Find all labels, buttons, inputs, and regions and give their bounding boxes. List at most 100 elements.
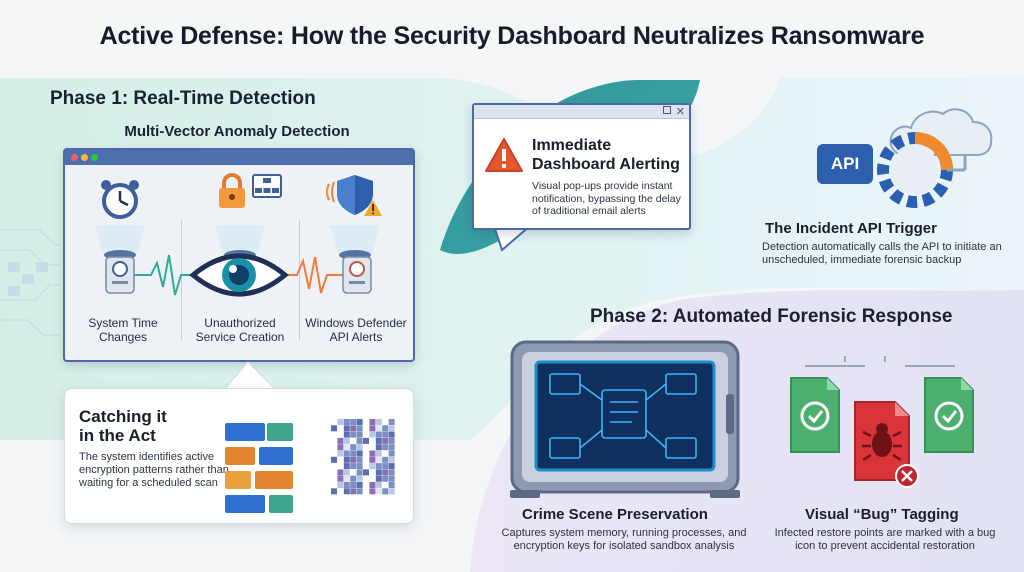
noise-pixel [388, 488, 395, 495]
data-block [259, 447, 293, 465]
data-block [269, 495, 293, 513]
noise-pixel [343, 482, 350, 488]
noise-pixel [331, 425, 337, 432]
noise-pixel [369, 482, 376, 488]
noise-pixel [343, 488, 350, 495]
noise-pixel [369, 463, 376, 470]
vector-label-service: Unauthorized Service Creation [183, 316, 297, 344]
noise-pixel [350, 463, 357, 470]
vector-label-defender: Windows Defender API Alerts [301, 316, 411, 344]
padlock-icon [219, 173, 245, 208]
bug-body: Infected restore points are marked with … [774, 527, 996, 552]
noise-pixel [375, 419, 382, 425]
noise-pixel [350, 456, 357, 463]
noise-pixel [375, 482, 382, 488]
data-block [225, 495, 265, 513]
crime-title: Crime Scene Preservation [522, 506, 708, 523]
maximize-icon[interactable] [663, 106, 671, 114]
catch-body: The system identifies active encryption … [79, 451, 229, 489]
noise-pixel [382, 425, 389, 432]
noise-pixel [388, 425, 395, 432]
noise-pixel [356, 488, 363, 495]
catch-callout: Catching it in the Act The system identi… [64, 388, 414, 524]
noise-pixel [363, 469, 369, 476]
detection-panel: System Time Changes Unauthorized Service… [63, 148, 415, 362]
data-block [255, 471, 293, 489]
noise-pixel [356, 444, 363, 451]
safe-file-icon [790, 377, 840, 453]
noise-pixel [388, 463, 395, 470]
noise-pixel [388, 444, 395, 451]
noise-pixel [375, 444, 382, 451]
api-body: Detection automatically calls the API to… [762, 241, 1002, 266]
noise-pixel [343, 444, 350, 451]
service-network-icon [252, 174, 282, 198]
noise-pixel [343, 456, 350, 463]
forensic-vault-illustration [510, 340, 740, 498]
catch-title-line: Catching it [79, 407, 167, 426]
noise-pixel [343, 437, 350, 444]
page-title: Active Defense: How the Security Dashboa… [99, 22, 925, 50]
vector-label-line: Service Creation [195, 330, 285, 344]
alarm-clock-icon [101, 180, 139, 219]
close-icon[interactable]: ✕ [675, 106, 685, 118]
noise-pixel [375, 425, 382, 432]
callout-pointer [223, 361, 277, 390]
noise-pixel [369, 431, 376, 438]
vector-label-line: System Time [88, 316, 158, 330]
noise-pixel [382, 463, 389, 470]
bug-title: Visual “Bug” Tagging [805, 506, 959, 523]
noise-pixel [382, 456, 389, 463]
noise-pixel [388, 450, 395, 457]
noise-pixel [388, 469, 395, 476]
api-cloud-gear-illustration [817, 108, 993, 208]
noise-pixel [375, 437, 382, 444]
crime-body: Captures system memory, running processe… [501, 527, 747, 552]
noise-pixel [375, 488, 382, 495]
noise-pixel [343, 419, 350, 425]
noise-pixel [369, 456, 376, 463]
noise-pixel [356, 469, 363, 476]
noise-pixel [337, 419, 344, 425]
noise-pixel [350, 419, 357, 425]
maximize-dot-icon [91, 154, 98, 161]
noise-pixel [388, 431, 395, 438]
noise-pixel [337, 437, 344, 444]
noise-pixel [388, 456, 395, 463]
noise-pixel [343, 475, 350, 482]
noise-pixel [350, 431, 357, 438]
noise-pixel [343, 463, 350, 470]
column-divider [181, 220, 182, 340]
panel-title-bar [65, 150, 413, 165]
noise-pixel [382, 469, 389, 476]
alert-title: Immediate Dashboard Alerting [532, 136, 680, 174]
data-block [225, 423, 265, 441]
alert-title-line: Immediate [532, 137, 612, 154]
noise-pixel [388, 482, 395, 488]
alert-title-line: Dashboard Alerting [532, 156, 680, 173]
noise-pixel [382, 444, 389, 451]
noise-pixel [337, 450, 344, 457]
noise-pixel [369, 488, 376, 495]
shield-warning-icon [326, 175, 382, 216]
api-badge: API [830, 154, 860, 173]
noise-pixel [331, 488, 337, 495]
noise-pixel [337, 482, 344, 488]
noise-pixel [350, 444, 357, 451]
api-title: The Incident API Trigger [765, 220, 937, 237]
noise-pixel [369, 450, 376, 457]
detection-heading: Multi-Vector Anomaly Detection [124, 123, 350, 140]
noise-pixel [382, 431, 389, 438]
bug-tagging-illustration [790, 356, 974, 488]
vector-label-line: Changes [98, 330, 148, 344]
noise-pixel [350, 425, 357, 432]
noise-pixel [388, 437, 395, 444]
column-divider [299, 220, 300, 340]
noise-pixel [375, 469, 382, 476]
phase1-heading: Phase 1: Real-Time Detection [50, 88, 316, 109]
noise-pixel [356, 419, 363, 425]
noise-pixel [343, 450, 350, 457]
noise-pixel [337, 475, 344, 482]
noise-pixel [343, 431, 350, 438]
noise-pixel [375, 450, 382, 457]
